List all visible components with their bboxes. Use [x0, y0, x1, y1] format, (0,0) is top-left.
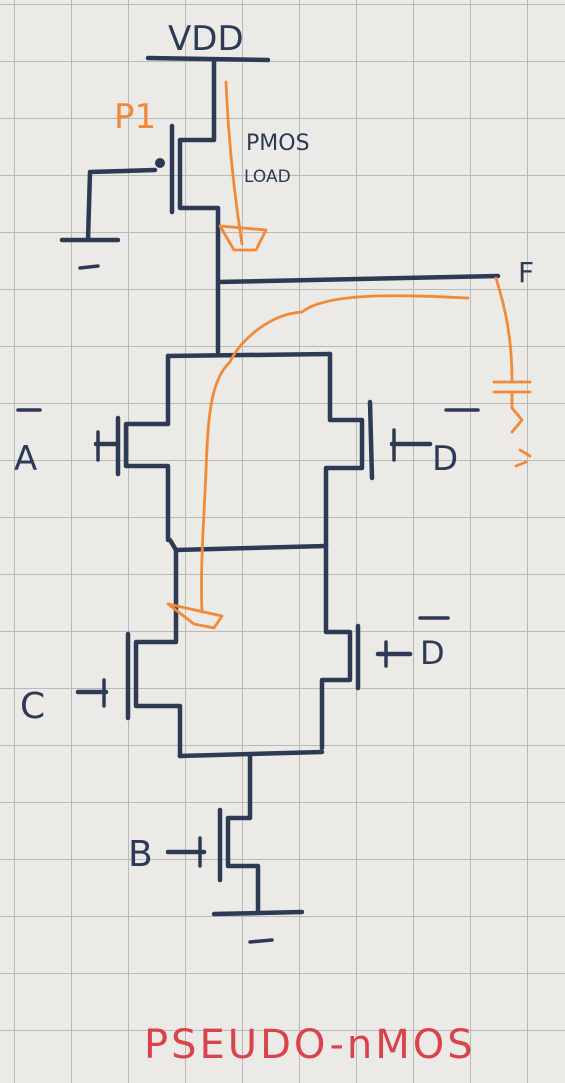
- pmos-load-transistor: [59, 115, 221, 270]
- middle-bus: [167, 537, 329, 553]
- vdd-rail: [145, 55, 271, 121]
- input-d-lower-label: D: [420, 634, 445, 672]
- input-a-label: A: [14, 439, 37, 479]
- pmos-gate-bubble: [155, 158, 165, 168]
- pmos-label: PMOS: [246, 131, 310, 156]
- nmos-transistor-b: [165, 753, 261, 915]
- nmos-transistor-a: [16, 353, 171, 543]
- load-label: LOAD: [244, 167, 291, 187]
- nmos-transistor-d-upper: [323, 351, 480, 549]
- nmos-transistor-d-lower: [319, 543, 450, 751]
- top-bus: [165, 351, 333, 359]
- current-path-annotations: [166, 80, 532, 630]
- vdd-label: VDD: [168, 19, 244, 59]
- nmos-transistor-c: [75, 547, 183, 759]
- output-f-label: F: [518, 256, 534, 289]
- diagram-title: PSEUDO-nMOS: [144, 1022, 476, 1068]
- ground-symbol: [211, 909, 305, 944]
- output-node: [215, 223, 501, 355]
- input-c-label: C: [20, 686, 45, 727]
- p1-tag: P1: [114, 97, 156, 137]
- input-b-label: B: [128, 834, 153, 875]
- input-d-upper-label: D: [432, 439, 458, 479]
